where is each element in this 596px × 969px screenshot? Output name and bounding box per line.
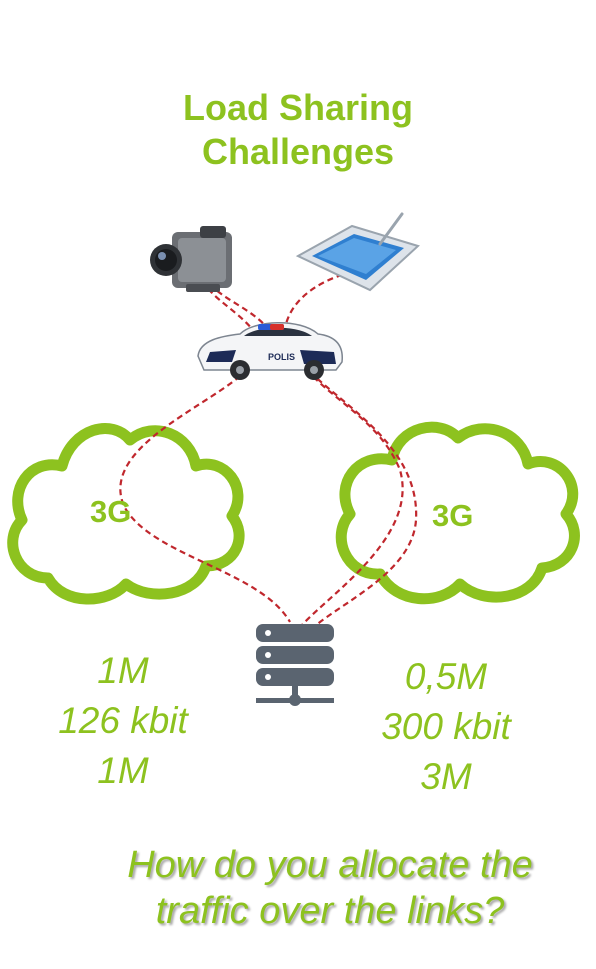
tablet-stylus-icon [295, 212, 420, 292]
cloud-icon [335, 421, 580, 605]
right-rate-1: 0,5M [404, 656, 488, 697]
title-line-2: Challenges [201, 131, 395, 172]
link-car-right-cloud-server-2 [301, 371, 418, 641]
car-label: POLIS [268, 352, 295, 362]
right-rate-2: 300 kbit [381, 706, 511, 747]
left-rate-1: 1M [97, 650, 149, 691]
police-car-icon: POLIS [197, 322, 343, 380]
right-rate-3: 3M [420, 756, 472, 797]
left-cloud-label: 3G [90, 494, 132, 529]
question-text: How do you allocate the traffic over the… [90, 842, 570, 934]
server-icon [256, 624, 334, 706]
title-line-1: Load Sharing [182, 87, 413, 128]
left-rate-3: 1M [97, 750, 149, 791]
cloud-icon [7, 423, 245, 605]
question-line-1: How do you allocate the [127, 844, 533, 886]
link-car-left-cloud-server [119, 375, 291, 623]
page-title: Load Sharing Challenges [0, 86, 596, 174]
right-cloud-label: 3G [432, 498, 474, 533]
left-rate-2: 126 kbit [58, 700, 188, 741]
video-camera-icon [150, 226, 232, 292]
link-car-right-cloud-server-1 [295, 361, 404, 633]
right-link-rates: 0,5M 300 kbit 3M [366, 652, 526, 802]
left-link-rates: 1M 126 kbit 1M [40, 646, 206, 796]
question-line-2: traffic over the links? [155, 890, 505, 932]
